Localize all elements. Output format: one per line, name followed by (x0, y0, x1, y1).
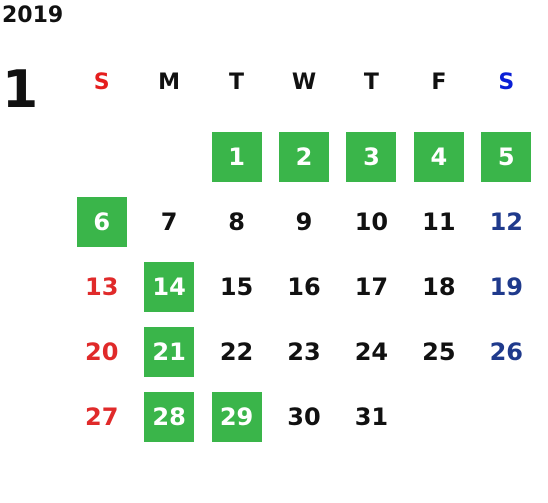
calendar-day-cell[interactable]: 16 (270, 254, 337, 319)
calendar-day-cell[interactable]: 12 (473, 189, 540, 254)
calendar-day-highlighted[interactable]: 21 (144, 326, 195, 377)
calendar-day-highlighted[interactable]: 29 (211, 391, 262, 442)
calendar-day-highlighted[interactable]: 6 (76, 196, 127, 247)
calendar-day[interactable]: 19 (489, 272, 523, 301)
calendar-day-highlighted[interactable]: 3 (346, 131, 397, 182)
calendar-day-cell[interactable]: 15 (203, 254, 270, 319)
calendar-day[interactable]: 17 (354, 272, 389, 301)
calendar-day[interactable]: 10 (354, 207, 389, 236)
calendar-day-cell[interactable]: 22 (203, 319, 270, 384)
weekday-header-wednesday: W (291, 69, 317, 95)
calendar-day-highlighted[interactable]: 1 (211, 131, 262, 182)
calendar-day[interactable]: 18 (422, 272, 456, 301)
calendar-empty-cell (68, 124, 135, 189)
calendar-day-cell[interactable]: 5 (473, 124, 540, 189)
calendar-day[interactable]: 23 (287, 337, 321, 366)
calendar-day[interactable]: 12 (489, 207, 523, 236)
calendar-day-cell[interactable]: 7 (135, 189, 202, 254)
calendar-day[interactable]: 30 (287, 402, 321, 431)
calendar-day-cell[interactable]: 21 (135, 319, 202, 384)
calendar-day-cell[interactable]: 23 (270, 319, 337, 384)
calendar-day[interactable]: 16 (287, 272, 321, 301)
calendar-day[interactable]: 25 (422, 337, 456, 366)
calendar-day[interactable]: 27 (85, 402, 119, 431)
weekday-header-monday: M (158, 69, 181, 95)
weekday-header-friday: F (431, 69, 447, 95)
calendar-day-cell[interactable]: 8 (203, 189, 270, 254)
weekday-header-sunday: S (93, 69, 110, 95)
weekday-header-thursday: T (363, 69, 379, 95)
calendar-day-cell[interactable]: 4 (405, 124, 472, 189)
calendar-day-highlighted[interactable]: 28 (144, 391, 195, 442)
weekday-header-tuesday: T (229, 69, 245, 95)
calendar-day-highlighted[interactable]: 14 (144, 261, 195, 312)
calendar-day[interactable]: 13 (85, 272, 119, 301)
calendar-day[interactable]: 31 (354, 402, 389, 431)
calendar-year: 2019 (2, 3, 64, 28)
calendar-day-cell[interactable]: 18 (405, 254, 472, 319)
calendar-day[interactable]: 9 (295, 207, 313, 236)
calendar-day[interactable]: 11 (422, 207, 456, 236)
calendar-day[interactable]: 7 (160, 207, 178, 236)
calendar-day[interactable]: 26 (489, 337, 523, 366)
calendar-day-highlighted[interactable]: 5 (481, 131, 532, 182)
calendar-day-cell[interactable]: 25 (405, 319, 472, 384)
calendar-day-cell[interactable]: 20 (68, 319, 135, 384)
calendar-day[interactable]: 15 (219, 272, 254, 301)
calendar-day-cell[interactable]: 31 (338, 384, 405, 449)
calendar-day[interactable]: 22 (219, 337, 254, 366)
calendar-day-cell[interactable]: 2 (270, 124, 337, 189)
calendar-month: 1 (2, 60, 39, 120)
calendar-day-cell[interactable]: 17 (338, 254, 405, 319)
weekday-header-row: S M T W T F S (68, 60, 540, 104)
calendar-day-cell[interactable]: 13 (68, 254, 135, 319)
calendar-day[interactable]: 20 (85, 337, 119, 366)
calendar-day-highlighted[interactable]: 2 (278, 131, 329, 182)
calendar-day-cell[interactable]: 26 (473, 319, 540, 384)
calendar-day-cell[interactable]: 6 (68, 189, 135, 254)
calendar-day[interactable]: 24 (354, 337, 389, 366)
calendar-day-cell[interactable]: 3 (338, 124, 405, 189)
calendar-empty-cell (135, 124, 202, 189)
calendar-day-cell[interactable]: 28 (135, 384, 202, 449)
calendar-day-cell[interactable]: 24 (338, 319, 405, 384)
calendar-day-cell[interactable]: 27 (68, 384, 135, 449)
calendar-day-highlighted[interactable]: 4 (413, 131, 464, 182)
calendar-day-cell[interactable]: 30 (270, 384, 337, 449)
calendar-day-cell[interactable]: 14 (135, 254, 202, 319)
calendar-day[interactable]: 8 (228, 207, 245, 236)
calendar-day-cell[interactable]: 11 (405, 189, 472, 254)
calendar-day-cell[interactable]: 9 (270, 189, 337, 254)
calendar-day-cell[interactable]: 10 (338, 189, 405, 254)
calendar-day-cell[interactable]: 19 (473, 254, 540, 319)
calendar-day-cell[interactable]: 1 (203, 124, 270, 189)
calendar-day-cell[interactable]: 29 (203, 384, 270, 449)
weekday-header-saturday: S (498, 69, 515, 95)
